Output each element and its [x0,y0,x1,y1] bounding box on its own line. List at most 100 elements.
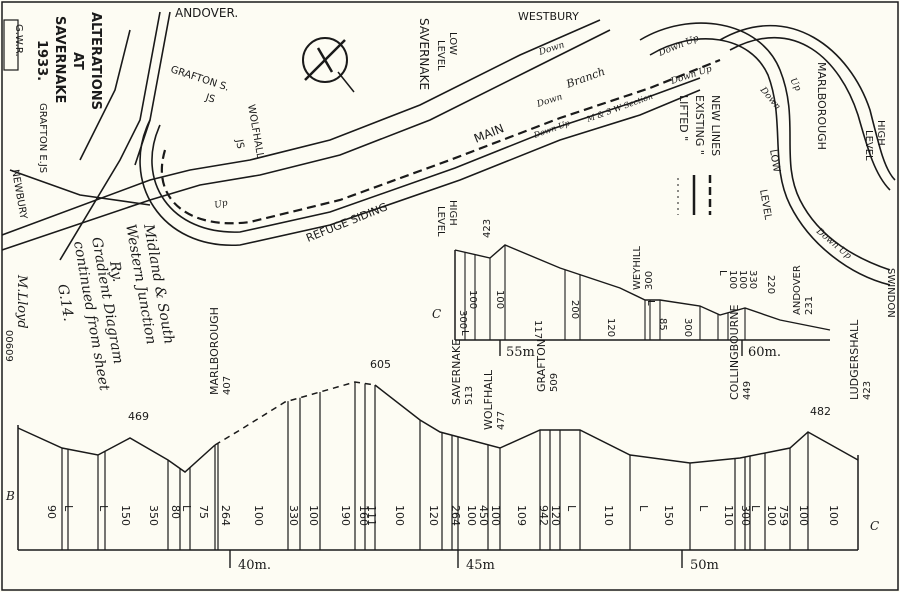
label-refuge-siding: REFUGE SIDING [304,200,389,245]
label-wolfhall-js: JS [233,138,246,150]
chart-end-label-left-upper: C [432,307,441,321]
profile-line-dashed [214,381,376,446]
gradient-value: 450 [477,505,490,526]
gradient-value: L [180,505,193,512]
gradient-value: L [717,270,728,276]
gradient-value: 110 [602,505,615,526]
label-low-level-top-1: LOW [447,32,458,55]
gradient-value: L [459,330,470,336]
track-high-level [719,24,896,181]
gradient-value: L [97,505,110,512]
gradient-value: L [749,505,762,512]
gradient-value: 111 [365,505,378,526]
title-line-3: SAVERNAKE [52,16,67,103]
station-label: GRAFTON [535,339,548,392]
track-newbury-spur [9,169,151,206]
dir-down-right: Down [757,85,782,112]
milepost-label: 40m. [238,558,271,573]
gradient-value: 120 [605,318,616,337]
title-line-4: 1933. [34,40,49,81]
label-swindon: SWINDON [885,268,896,318]
station-height: 509 [549,373,560,392]
gradient-value: 120 [427,505,440,526]
label-high-level-mid-1: HIGH [447,200,458,226]
station-label: LUDGERSHALL [848,319,861,400]
legend-new-lines: NEW LINES [709,95,722,156]
track-grafton-spur [79,29,131,161]
station-label: 482 [810,405,831,418]
station-label: COLLINGBOURNE [728,304,741,400]
gradient-value: 150 [119,505,132,526]
gradient-value: 120 [549,505,562,526]
legend-lifted: LIFTED " [677,95,690,141]
gradient-value: 300 [682,318,693,337]
station-label: 605 [370,358,391,371]
dir-up-right: Up [787,77,802,94]
milepost-label: 50m [690,558,719,573]
label-savernake: SAVERNAKE [417,18,431,90]
map-title: ALTERATIONS AT SAVERNAKE 1933. [34,12,103,110]
station-label: ANDOVER [792,265,803,315]
gradient-value: 300 [739,505,752,526]
track-marlborough-low-2 [649,38,891,286]
gradient-value: 160 [357,505,370,526]
gradient-value: 264 [219,505,232,526]
gradient-value: 100 [797,505,810,526]
new-lines [160,58,721,225]
gradient-value: 100 [727,270,738,289]
gradient-value: 100 [393,505,406,526]
track-map [1,11,896,286]
chart-end-label-right: C [870,519,879,533]
gradient-value: 100 [252,505,265,526]
legend-existing: EXISTING " [693,95,706,155]
note-date: 00609 [3,330,14,362]
milepost-label: 45m [466,558,495,573]
note-signature: M.Lloyd [14,274,29,329]
profile-line-upper [454,244,831,331]
station-label: 423 [482,219,493,238]
gradient-value: 117 [532,320,543,339]
gradient-value: L [697,505,710,512]
milepost-label: 55m [506,345,535,360]
gradient-value: 109 [515,505,528,526]
legend: NEW LINES EXISTING " LIFTED " [677,95,722,215]
gradient-value: 80 [169,505,182,519]
track-loop-inner [151,77,701,233]
dir-up-left: Up [214,198,229,211]
note: Midland & South Western Junction Ry. Gra… [3,222,177,392]
station-label: 469 [128,410,149,423]
stamp-text: G.W.R. [13,24,24,57]
gradient-value: 350 [147,505,160,526]
title-line-1: ALTERATIONS [88,12,103,110]
chart-end-label-left: B [5,489,15,503]
milepost-label: 60m. [748,345,781,360]
gradient-value: 85 [657,318,668,331]
gradient-value: 100 [827,505,840,526]
label-low-level-right-2: LEVEL [757,189,773,221]
gradient-value: 110 [722,505,735,526]
label-marlborough: MARLBOROUGH [815,62,828,150]
label-main: MAIN [472,121,506,146]
track-main-through-2 [1,29,611,251]
dir-down-up-mid: Down Up [669,64,714,87]
new-line-dashed [160,58,721,225]
label-branch: Branch [564,65,607,91]
stamp: G.W.R. [3,19,24,71]
gradient-value: 190 [339,505,352,526]
gradient-value: 75 [197,505,210,519]
gradient-value: 150 [662,505,675,526]
gradient-value: 100 [737,270,748,289]
label-low-level-top-2: LEVEL [435,40,446,71]
gradient-value: 759 [777,505,790,526]
dir-down-up-right: Down Up [656,34,700,60]
station-label: MARLBOROUGH [208,307,221,395]
label-andover: ANDOVER. [175,6,238,20]
station-height: 300 [644,271,655,290]
gradient-value: L [645,300,656,306]
dir-mswr-section: M & S W Section [585,92,654,125]
gradient-value: 300 [457,310,468,329]
